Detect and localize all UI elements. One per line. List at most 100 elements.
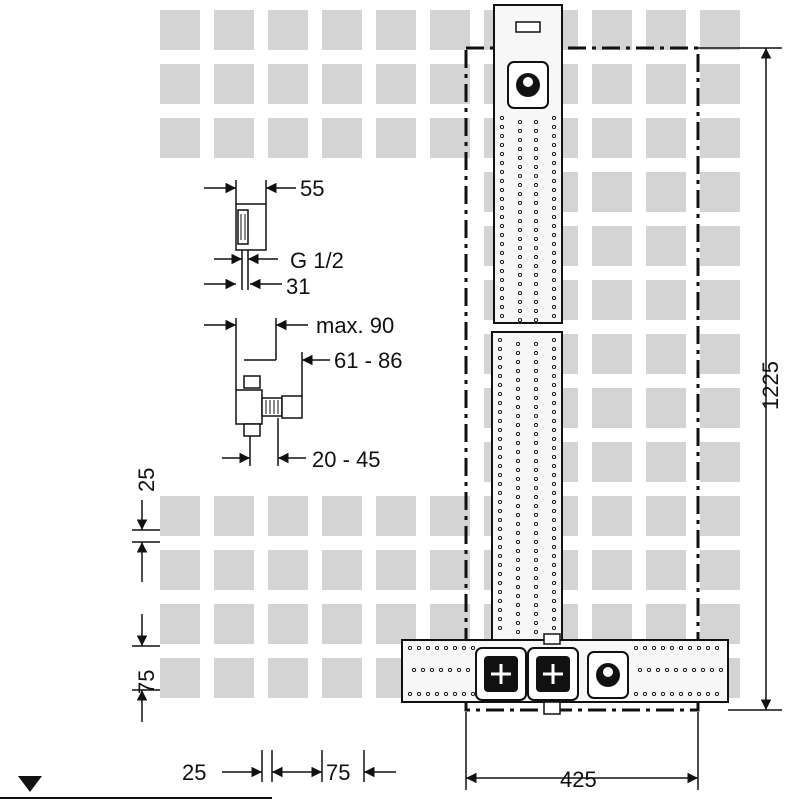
rail-hole (696, 691, 702, 697)
rail-hole (425, 645, 431, 651)
rail-hole (651, 645, 657, 651)
rail-hole (551, 508, 557, 514)
rail-hole (515, 368, 521, 374)
wall-tile (646, 388, 686, 428)
dim-55-label: 55 (300, 176, 324, 201)
rail-hole (517, 182, 523, 188)
rail-hole (551, 160, 557, 166)
wall-tile (592, 226, 632, 266)
wall-tile (430, 604, 470, 644)
rail-hole (551, 313, 557, 319)
wall-tile (700, 280, 740, 320)
wall-tile (268, 10, 308, 50)
rail-hole (438, 667, 444, 673)
rail-hole (499, 241, 505, 247)
wall-tile (646, 496, 686, 536)
rail-hole (497, 571, 503, 577)
wall-tile (322, 64, 362, 104)
rail-hole (533, 602, 539, 608)
rail-hole (497, 535, 503, 541)
wall-tile (214, 10, 254, 50)
rail-hole (515, 512, 521, 518)
wall-tile (376, 496, 416, 536)
rail-hole (515, 485, 521, 491)
wall-tile (322, 550, 362, 590)
rail-hole (651, 691, 657, 697)
wall-tile (700, 64, 740, 104)
rail-hole (533, 359, 539, 365)
wall-tile (268, 604, 308, 644)
wall-tile (700, 442, 740, 482)
rail-hole (551, 409, 557, 415)
rail-hole (551, 133, 557, 139)
rail-hole (533, 548, 539, 554)
wall-tile (430, 64, 470, 104)
dim-vertical-25-label: 25 (134, 468, 159, 492)
wall-tile (592, 442, 632, 482)
rail-hole (515, 449, 521, 455)
rail-hole (551, 241, 557, 247)
wall-tile (322, 658, 362, 698)
rail-hole (551, 418, 557, 424)
rail-hole (517, 173, 523, 179)
rail-hole (499, 205, 505, 211)
rail-hole (497, 544, 503, 550)
rail-hole (533, 629, 539, 635)
rail-hole (497, 580, 503, 586)
rail-hole (515, 548, 521, 554)
wall-tile (214, 496, 254, 536)
rail-hole (517, 290, 523, 296)
rail-hole (551, 142, 557, 148)
rail-hole (551, 454, 557, 460)
rail-hole (678, 691, 684, 697)
rail-hole (551, 535, 557, 541)
rail-hole (551, 553, 557, 559)
rail-hole (551, 580, 557, 586)
dim-horizontal-75-label: 75 (326, 760, 350, 785)
rail-hole (533, 191, 539, 197)
rail-hole (499, 295, 505, 301)
rail-hole (515, 413, 521, 419)
wall-tile (700, 604, 740, 644)
rail-hole (515, 359, 521, 365)
wall-tile (646, 334, 686, 374)
bottom-outlet-connector (587, 651, 629, 699)
rail-hole (497, 562, 503, 568)
rail-hole (517, 245, 523, 251)
rail-hole (443, 645, 449, 651)
dim-vertical-75-label: 75 (134, 670, 159, 694)
dim-31-label: 31 (286, 274, 310, 299)
rail-hole (497, 526, 503, 532)
rail-hole (551, 364, 557, 370)
rail-hole (669, 691, 675, 697)
rail-hole (499, 232, 505, 238)
rail-hole (551, 232, 557, 238)
rail-hole (517, 227, 523, 233)
wall-tile (592, 334, 632, 374)
rail-hole (646, 667, 652, 673)
wall-tile (376, 10, 416, 50)
rail-hole (517, 308, 523, 314)
lower-rail-section (491, 331, 563, 641)
rail-hole (533, 308, 539, 314)
rail-hole (497, 598, 503, 604)
rail-hole (664, 667, 670, 673)
dim-61-86-label: 61 - 86 (334, 348, 403, 373)
rail-hole (533, 173, 539, 179)
rail-hole (533, 218, 539, 224)
rail-hole (517, 191, 523, 197)
rail-hole (517, 272, 523, 278)
rail-hole (497, 616, 503, 622)
rail-hole (551, 463, 557, 469)
wall-tile (430, 10, 470, 50)
rail-hole (551, 607, 557, 613)
wall-tile (430, 118, 470, 158)
rail-hole (499, 268, 505, 274)
wall-tile (592, 172, 632, 212)
wall-tile (214, 658, 254, 698)
rail-hole (515, 539, 521, 545)
wall-tile (160, 64, 200, 104)
right-valve-box (527, 647, 579, 701)
wall-tile (268, 550, 308, 590)
rail-hole (705, 645, 711, 651)
